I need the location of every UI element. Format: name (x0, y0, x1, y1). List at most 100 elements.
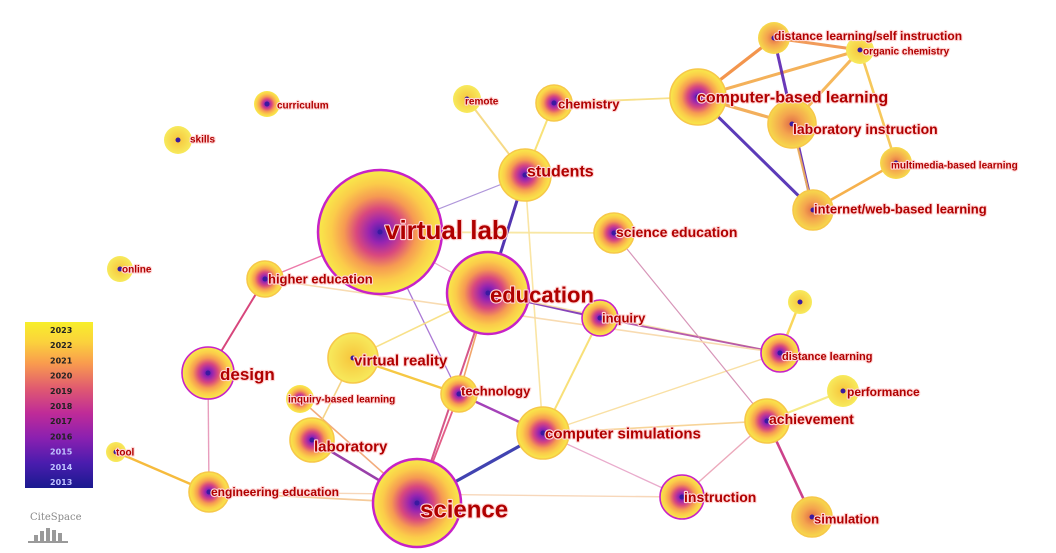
node-ring-design (181, 346, 235, 400)
node-core-inquiry-based-learning (297, 396, 303, 402)
node-internet-web-based-learning[interactable] (792, 189, 834, 231)
node-ring-chemistry (535, 84, 573, 122)
node-label-education: education (490, 283, 594, 308)
legend-year-2022: 2022 (50, 341, 72, 350)
node-curriculum[interactable] (254, 91, 280, 117)
node-label-design: design (220, 365, 275, 384)
node-core-design (205, 370, 211, 376)
link-computer-simulations-distance-learning (542, 352, 781, 434)
citespace-logo: CiteSpace (28, 512, 82, 543)
node-core-distance-learning (777, 350, 783, 356)
node-ring-computer-simulations (516, 406, 570, 460)
node-label-science-education: science education (616, 224, 737, 240)
node-science-education[interactable] (593, 212, 635, 254)
node-science[interactable] (371, 457, 463, 549)
node-ring-higher-education (246, 260, 284, 298)
node-label-engineering-education: engineering education (211, 485, 339, 499)
legend-year-2019: 2019 (50, 387, 73, 396)
node-education[interactable] (445, 250, 531, 336)
node-ring-science (371, 457, 463, 549)
legend-year-2021: 2021 (50, 356, 73, 365)
node-distance-learning-self-instruction[interactable] (758, 22, 790, 54)
legend-year-2023: 2023 (50, 326, 72, 335)
node-core-internet-web-based-learning (810, 207, 816, 213)
node-label-virtual-lab: virtual lab (385, 215, 508, 245)
legend-year-2015: 2015 (50, 448, 73, 457)
node-tool[interactable] (106, 442, 126, 462)
node-unlabeled-node[interactable] (788, 290, 812, 314)
node-label-skills: skills (190, 135, 215, 146)
legend-year-2013: 2013 (50, 478, 72, 487)
node-skills[interactable] (164, 126, 192, 154)
node-inquiry[interactable] (581, 299, 619, 337)
node-core-computer-based-learning (695, 94, 701, 100)
node-core-virtual-lab (377, 229, 383, 235)
node-virtual-reality[interactable] (327, 332, 379, 384)
node-distance-learning[interactable] (760, 333, 800, 373)
node-engineering-education[interactable] (188, 471, 230, 513)
node-label-students: students (527, 164, 594, 181)
node-core-distance-learning-self-instruction (771, 35, 777, 41)
node-label-science: science (420, 496, 508, 523)
node-label-inquiry: inquiry (602, 311, 646, 326)
node-performance[interactable] (827, 375, 859, 407)
node-virtual-lab[interactable] (316, 168, 444, 296)
node-inquiry-based-learning[interactable] (286, 385, 314, 413)
node-core-online (117, 266, 123, 272)
node-design[interactable] (181, 346, 235, 400)
node-ring-education (445, 250, 531, 336)
node-label-laboratory: laboratory (314, 438, 388, 455)
node-multimedia-based-learning[interactable] (880, 147, 912, 179)
node-label-online: online (122, 265, 152, 276)
link-organic-chemistry-multimedia-based-learning (858, 49, 898, 164)
node-ring-engineering-education (188, 471, 230, 513)
node-instruction[interactable] (659, 474, 705, 520)
node-students[interactable] (498, 148, 552, 202)
node-core-unlabeled-node (797, 299, 803, 305)
node-core-computer-simulations (540, 430, 546, 436)
node-label-higher-education: higher education (268, 272, 373, 287)
node-organic-chemistry[interactable] (846, 36, 874, 64)
legend-year-2016: 2016 (50, 432, 73, 441)
node-remote[interactable] (453, 85, 481, 113)
node-core-skills (175, 137, 181, 143)
node-core-curriculum (264, 101, 270, 107)
node-core-instruction (679, 494, 685, 500)
node-computer-based-learning[interactable] (669, 68, 727, 126)
legend-year-2020: 2020 (50, 372, 73, 381)
node-core-students (522, 172, 528, 178)
node-core-education (485, 290, 491, 296)
node-label-computer-based-learning: computer-based learning (697, 90, 888, 107)
node-ring-simulation (791, 496, 833, 538)
node-core-simulation (809, 514, 815, 520)
node-laboratory-instruction[interactable] (767, 99, 817, 149)
node-ring-laboratory (289, 417, 335, 463)
node-simulation[interactable] (791, 496, 833, 538)
node-laboratory[interactable] (289, 417, 335, 463)
node-label-tool: tool (116, 448, 135, 459)
node-ring-students (498, 148, 552, 202)
node-achievement[interactable] (744, 398, 790, 444)
node-ring-virtual-lab (316, 168, 444, 296)
link-computer-simulations-achievement (542, 420, 768, 434)
node-label-laboratory-instruction: laboratory instruction (793, 121, 938, 137)
node-higher-education[interactable] (246, 260, 284, 298)
node-ring-internet-web-based-learning (792, 189, 834, 231)
node-ring-technology (440, 375, 478, 413)
node-computer-simulations[interactable] (516, 406, 570, 460)
node-technology[interactable] (440, 375, 478, 413)
node-label-performance: performance (847, 385, 920, 399)
node-ring-distance-learning (760, 333, 800, 373)
nodes-layer (106, 22, 912, 549)
node-label-distance-learning-self-instruction: distance learning/self instruction (774, 29, 962, 43)
node-ring-virtual-reality (327, 332, 379, 384)
node-core-science-education (611, 230, 617, 236)
node-ring-achievement (744, 398, 790, 444)
node-core-chemistry (551, 100, 557, 106)
node-chemistry[interactable] (535, 84, 573, 122)
node-core-multimedia-based-learning (893, 160, 899, 166)
node-ring-computer-based-learning (669, 68, 727, 126)
node-core-organic-chemistry (857, 47, 863, 53)
node-online[interactable] (107, 256, 133, 282)
